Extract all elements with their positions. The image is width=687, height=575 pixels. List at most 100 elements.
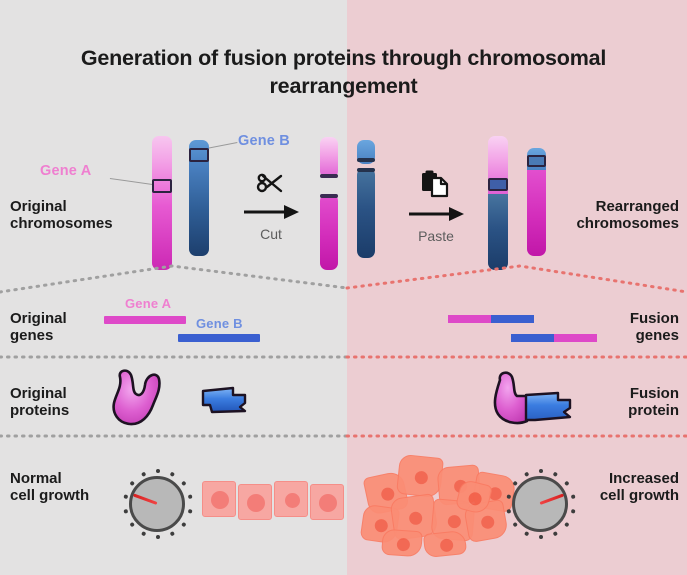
cut-edge-pink-lower	[320, 194, 338, 198]
gene-b-bar-label: Gene B	[196, 316, 243, 331]
scissors-icon	[236, 170, 306, 200]
gauge-tick	[512, 521, 519, 528]
label-rearranged-chromosomes: Rearranged chromosomes	[576, 198, 679, 232]
gauge-tick	[524, 531, 530, 537]
step-paste: Paste	[398, 170, 474, 244]
chromosome-cut-pink-upper	[320, 137, 338, 178]
label-line-2: cell growth	[599, 487, 679, 504]
divider-proteins-to-growth	[0, 434, 687, 438]
chromosome-cut-pink-lower	[320, 194, 338, 270]
label-line-1: Fusion	[629, 310, 679, 327]
label-fusion-genes: Fusion genes	[630, 310, 679, 344]
gauge-tick	[506, 494, 512, 500]
gauge-tick	[563, 521, 570, 528]
cell-nucleus	[379, 486, 395, 502]
gene-a-callout-label: Gene A	[40, 163, 92, 179]
gene-b-callout-label: Gene B	[238, 133, 290, 149]
cell-nucleus	[395, 537, 410, 552]
gauge-tick	[524, 471, 530, 477]
gauge-normal-growth	[119, 466, 195, 542]
gauge-tick	[552, 471, 558, 477]
chromosome-original-blue	[189, 140, 209, 256]
cell-nucleus	[247, 494, 265, 512]
gauge-tick	[539, 469, 543, 473]
label-line-1: Original	[10, 310, 67, 327]
gauge-tick	[156, 535, 160, 539]
cut-edge-blue-upper	[357, 158, 375, 162]
cut-edge-blue-lower	[357, 168, 375, 172]
gauge-tick	[506, 508, 512, 514]
gauge-tick	[539, 535, 543, 539]
gauge-tick	[512, 480, 519, 487]
tumor-cell-mass	[359, 452, 522, 559]
chromosome-original-pink	[152, 136, 172, 270]
divider-chromosomes-to-genes	[0, 264, 687, 294]
cell-nucleus	[407, 510, 423, 526]
background-left-panel	[0, 0, 347, 575]
cell-nucleus	[466, 490, 483, 507]
gauge-face	[129, 476, 185, 532]
label-line-2: protein	[628, 402, 679, 419]
label-original-proteins: Original proteins	[10, 385, 69, 419]
paste-icon	[398, 170, 474, 202]
gauge-tick	[180, 480, 187, 487]
label-increased-cell-growth: Increased cell growth	[600, 470, 679, 504]
normal-cell	[202, 481, 236, 517]
cell-nucleus	[284, 492, 300, 508]
gauge-tick	[180, 521, 187, 528]
normal-cell-row	[202, 481, 344, 523]
label-line-1: Normal	[10, 470, 62, 487]
gauge-tick	[141, 471, 147, 477]
normal-cell	[238, 484, 272, 520]
cell-nucleus	[479, 514, 495, 530]
step-cut: Cut	[236, 170, 306, 242]
label-original-genes: Original genes	[10, 310, 67, 344]
protein-fusion	[490, 368, 582, 433]
gauge-tick	[129, 480, 136, 487]
label-line-2: proteins	[10, 402, 70, 419]
fusion-junction-box-1	[488, 178, 508, 191]
label-line-2: genes	[10, 327, 54, 344]
gauge-tick	[563, 480, 570, 487]
fusion-gene-bar-1	[448, 315, 534, 323]
label-line-1: Increased	[608, 470, 679, 487]
cell-nucleus	[211, 491, 229, 509]
fusion-gene-bar-2	[511, 334, 597, 342]
gene-a-bar	[104, 316, 186, 324]
label-normal-cell-growth: Normal cell growth	[10, 470, 89, 504]
label-line-2: genes	[635, 327, 679, 344]
label-line-2: chromosomes	[576, 215, 679, 232]
label-line-1: Rearranged	[595, 198, 679, 215]
gene-b-bar	[178, 334, 260, 342]
chromosome-cut-blue-lower	[357, 168, 375, 258]
step-paste-caption: Paste	[418, 228, 454, 244]
fusion-junction-box-2	[527, 155, 546, 167]
tumor-cell	[422, 529, 468, 559]
label-original-chromosomes: Original chromosomes	[10, 198, 113, 232]
cell-nucleus	[413, 469, 429, 485]
arrow-paste-icon	[398, 206, 474, 227]
gauge-tick	[123, 508, 129, 514]
gauge-tick	[169, 531, 175, 537]
chromosome-fusion-pink-blue	[488, 136, 508, 270]
normal-cell	[310, 484, 344, 520]
gauge-tick	[141, 531, 147, 537]
gauge-tick	[129, 521, 136, 528]
gauge-tick	[187, 508, 193, 514]
divider-genes-to-proteins	[0, 355, 687, 359]
label-fusion-protein: Fusion protein	[628, 385, 679, 419]
gauge-tick	[169, 471, 175, 477]
gene-a-locus-box	[152, 179, 172, 193]
page-title: Generation of fusion proteins through ch…	[80, 46, 607, 98]
normal-cell	[274, 481, 308, 517]
cell-nucleus	[446, 514, 461, 529]
cell-nucleus	[373, 517, 389, 533]
gauge-tick	[570, 494, 576, 500]
gene-b-locus-box	[189, 148, 209, 162]
protein-a-pink	[108, 367, 172, 434]
label-line-2: chromosomes	[10, 215, 113, 232]
protein-b-blue	[200, 383, 250, 420]
cell-nucleus	[319, 494, 337, 512]
label-line-1: Original	[10, 198, 67, 215]
